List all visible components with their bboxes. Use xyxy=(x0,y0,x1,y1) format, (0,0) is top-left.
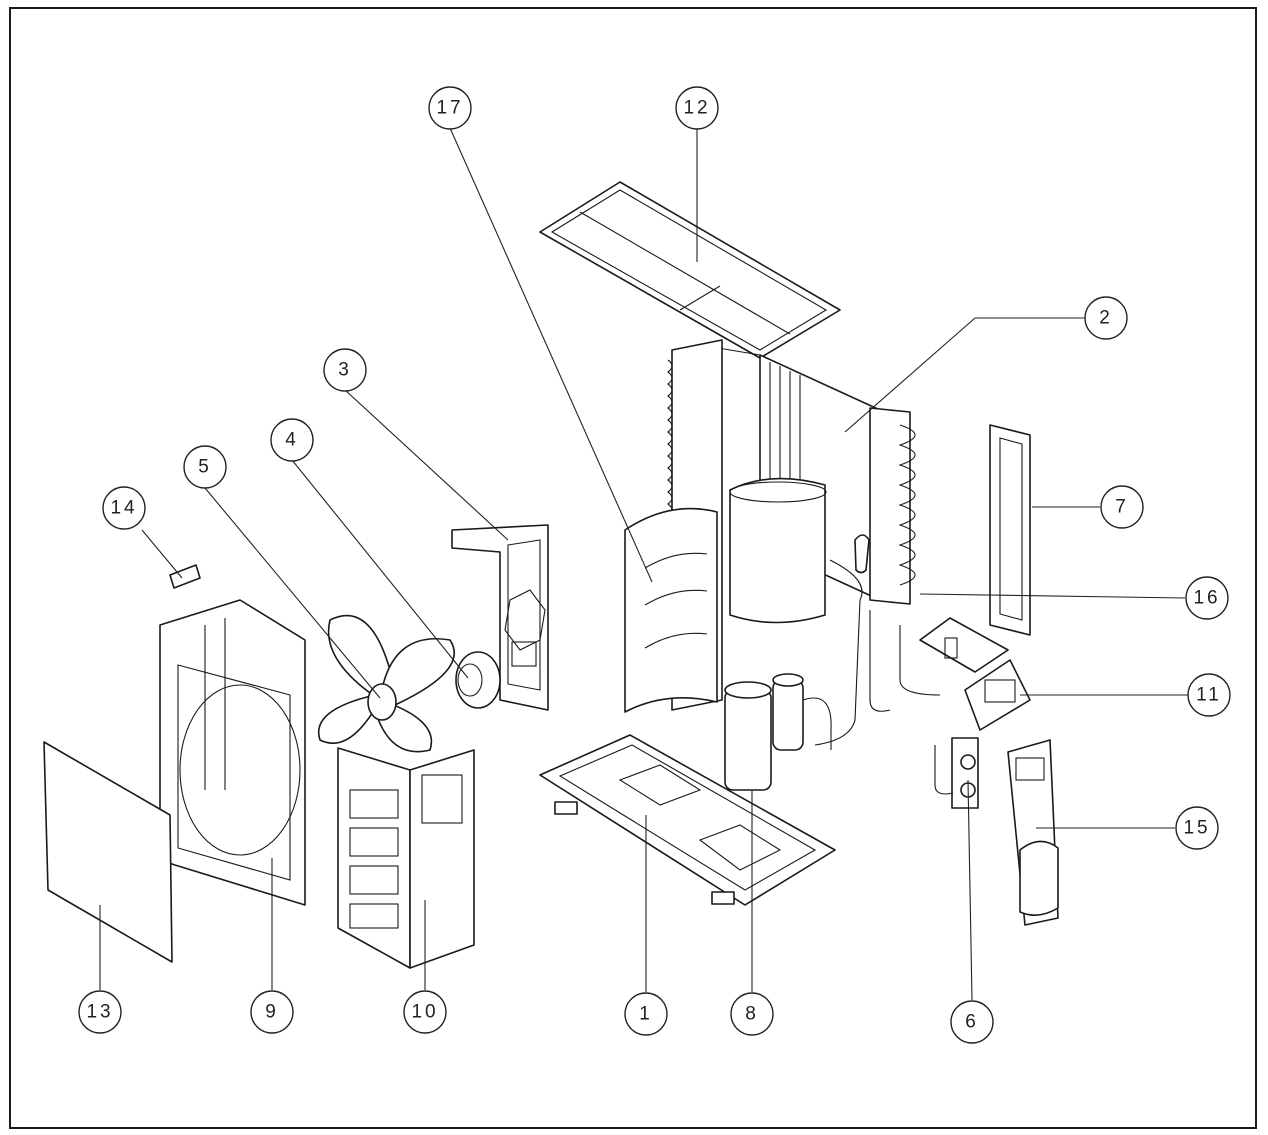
leader-line-5 xyxy=(204,487,381,699)
callout-4: 4 xyxy=(270,418,314,462)
fan-blade-part xyxy=(317,614,455,753)
motor-bracket-part xyxy=(451,524,549,711)
callout-16: 16 xyxy=(1185,576,1229,620)
callout-15: 15 xyxy=(1175,806,1219,850)
callout-label: 8 xyxy=(745,1004,759,1025)
callout-1: 1 xyxy=(624,992,668,1036)
leader-line-6 xyxy=(967,779,973,1001)
callout-label: 11 xyxy=(1196,685,1222,706)
callout-label: 5 xyxy=(198,457,212,478)
callout-10: 10 xyxy=(403,990,447,1034)
service-valves-part xyxy=(934,737,979,809)
leader-line-3 xyxy=(344,389,509,541)
callout-label: 3 xyxy=(338,360,352,381)
callout-14: 14 xyxy=(102,486,146,530)
compressor-part xyxy=(724,673,832,791)
callout-label: 12 xyxy=(683,98,710,119)
callout-5: 5 xyxy=(183,445,227,489)
fan-motor-part xyxy=(455,651,501,709)
callout-12: 12 xyxy=(675,86,719,130)
leader-line-4 xyxy=(291,459,469,679)
callout-label: 4 xyxy=(285,430,299,451)
callout-label: 17 xyxy=(436,98,463,119)
callout-17: 17 xyxy=(428,86,472,130)
leader-lines xyxy=(99,127,1188,1001)
side-panel-part xyxy=(624,339,723,713)
leader-line-2b xyxy=(844,317,976,433)
callout-8: 8 xyxy=(730,992,774,1036)
fan-grille-part xyxy=(43,741,173,963)
callout-9: 9 xyxy=(250,990,294,1034)
leader-line-16 xyxy=(919,593,1186,599)
callout-label: 7 xyxy=(1115,497,1129,518)
refrigerant-tubing-part xyxy=(814,534,941,746)
top-cover-part xyxy=(539,181,841,359)
callout-7: 7 xyxy=(1100,485,1144,529)
clip-part xyxy=(169,564,201,589)
compressor-jacket-part xyxy=(729,477,827,624)
callout-label: 10 xyxy=(411,1002,438,1023)
callout-label: 6 xyxy=(965,1012,979,1033)
valve-cover-part xyxy=(1007,739,1059,926)
front-frame-part xyxy=(159,599,306,906)
callout-13: 13 xyxy=(78,990,122,1034)
callout-2: 2 xyxy=(1084,296,1128,340)
leader-line-17 xyxy=(449,127,653,583)
callout-label: 14 xyxy=(110,498,137,519)
louvre-panel-part xyxy=(337,747,475,969)
callout-6: 6 xyxy=(950,1000,994,1044)
callout-label: 1 xyxy=(639,1004,653,1025)
side-cover-part xyxy=(989,424,1031,636)
callout-label: 2 xyxy=(1099,308,1113,329)
diagram-border xyxy=(9,7,1257,1129)
callout-11: 11 xyxy=(1187,673,1231,717)
callout-label: 13 xyxy=(86,1002,113,1023)
callout-label: 15 xyxy=(1183,818,1210,839)
callout-3: 3 xyxy=(323,348,367,392)
callout-label: 9 xyxy=(265,1002,279,1023)
base-pan-part xyxy=(539,734,836,906)
callout-label: 16 xyxy=(1193,588,1220,609)
control-box-part xyxy=(919,617,1031,731)
leader-line-14 xyxy=(141,529,183,579)
